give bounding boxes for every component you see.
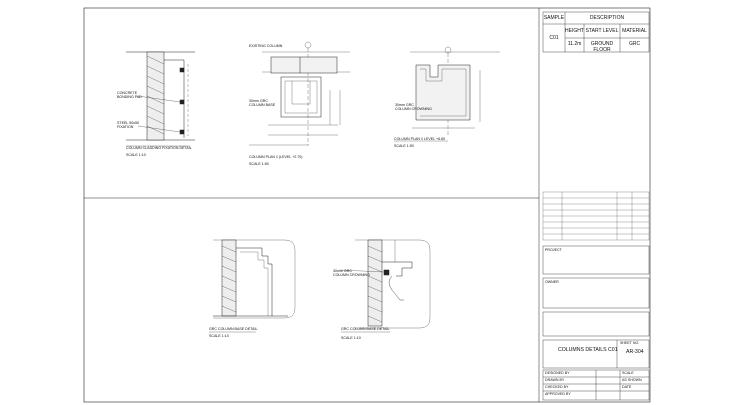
d1-label-steel: STEEL 50x50 bbox=[117, 121, 140, 125]
d5-title: GRC COLUMN BASE DETAIL bbox=[341, 327, 390, 331]
height-header: HEIGHT bbox=[565, 28, 584, 34]
d2-scale: SCALE 1:50 bbox=[249, 162, 269, 166]
sample-header: SAMPLE bbox=[543, 15, 565, 21]
scale-value: AS SHOWN bbox=[622, 378, 642, 382]
schedule-table bbox=[542, 11, 650, 53]
scale-label: SCALE bbox=[622, 371, 634, 375]
d5-label-grc-2: COLUMN CROWNING bbox=[333, 273, 370, 277]
drawing-title: COLUMNS DETAILS C01 bbox=[558, 347, 618, 353]
d3-label-grc-2: COLUMN CROWNING bbox=[395, 107, 432, 111]
d1-label-concrete: CONCRETE bbox=[117, 91, 138, 95]
detail-grc-base-2 bbox=[339, 239, 431, 333]
start-level-header: START LEVEL bbox=[585, 28, 619, 34]
d3-label-grc: 30mm GRC bbox=[395, 103, 414, 107]
d3-scale: SCALE 1:50 bbox=[394, 144, 414, 148]
sheet-no: AR-304 bbox=[626, 349, 644, 355]
height-value: 11.2m bbox=[567, 41, 582, 47]
d1-scale: SCALE 1:10 bbox=[126, 153, 146, 157]
owner-label: OWNER bbox=[545, 280, 559, 284]
d2-title: COLUMN PLAN // (LEVEL +2.70) bbox=[249, 155, 303, 159]
revision-grid bbox=[542, 191, 650, 241]
d3-title: COLUMN PLAN // LEVEL +6.60 bbox=[394, 137, 446, 141]
approved-by-label: APPROVED BY bbox=[545, 392, 571, 396]
d1-label-concrete-2: BONDING PAD bbox=[117, 95, 142, 99]
d5-scale: SCALE 1:10 bbox=[341, 336, 361, 340]
d1-label-steel-2: FIXATION bbox=[117, 125, 134, 129]
material-header: MATERIAL bbox=[622, 28, 647, 34]
sheet-border bbox=[83, 7, 651, 403]
detail-column-plan-2 bbox=[394, 46, 500, 142]
d1-title: COLUMN CLADDING FIXATION DETAIL bbox=[126, 146, 192, 150]
d5-label-grc: 30mm GRC bbox=[333, 269, 352, 273]
detail-column-plan-1 bbox=[249, 41, 350, 146]
project-label: PROJECT bbox=[545, 248, 562, 252]
material-value: GRC bbox=[628, 41, 641, 47]
description-header: DESCRIPTION bbox=[589, 15, 625, 21]
drawn-by-label: DRAWN BY bbox=[545, 378, 565, 382]
start-level-value: GROUND FLOOR bbox=[590, 41, 614, 53]
title-block-boxes bbox=[542, 245, 650, 401]
d2-label-grc-2: COLUMN BASE bbox=[249, 103, 276, 107]
d4-scale: SCALE 1:10 bbox=[209, 334, 229, 338]
designed-by-label: DESIGNED BY bbox=[545, 371, 570, 375]
sheet-no-label: SHEET NO. bbox=[620, 341, 640, 345]
sample-code: C01 bbox=[549, 35, 559, 41]
checked-by-label: CHECKED BY bbox=[545, 385, 569, 389]
d2-label-grc: 30mm GRC bbox=[249, 99, 268, 103]
date-label: DATE bbox=[622, 385, 632, 389]
d4-title: GRC COLUMN BASE DETAIL bbox=[209, 327, 258, 331]
detail-cladding-fixation bbox=[126, 51, 195, 147]
d2-label-existing: EXISTING COLUMN bbox=[249, 44, 283, 48]
detail-grc-base-1 bbox=[209, 239, 296, 333]
